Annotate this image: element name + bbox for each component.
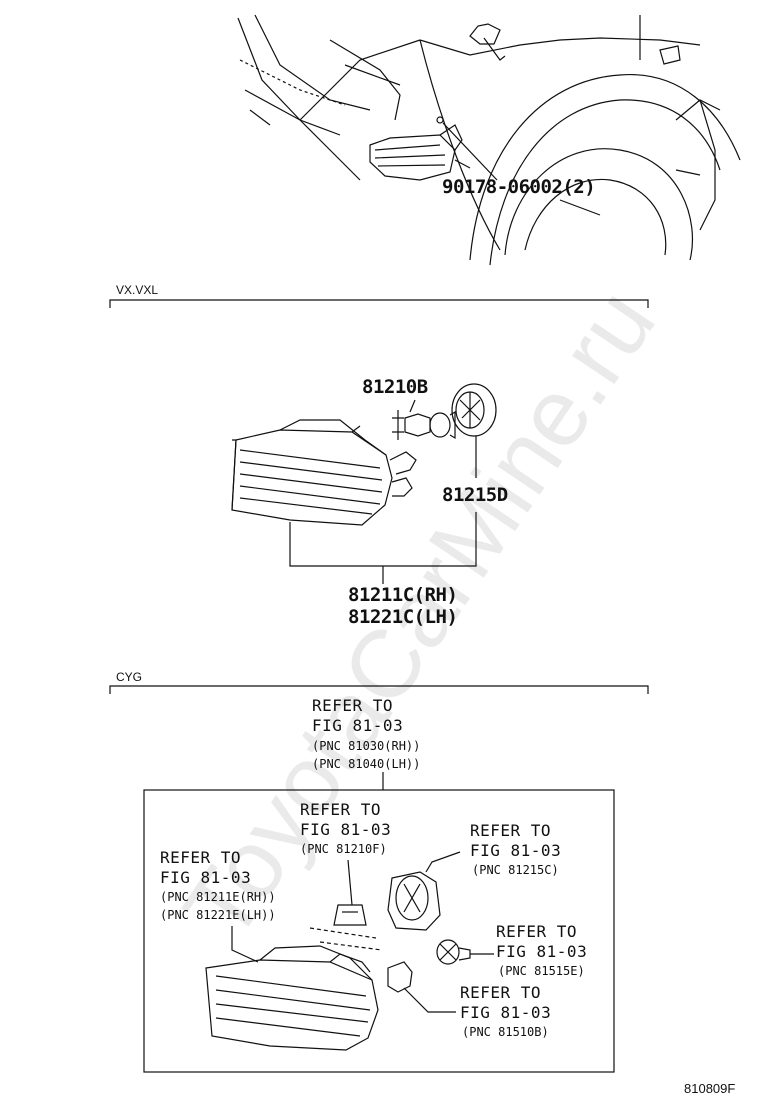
section-label-cyg: CYG <box>116 670 143 684</box>
bulb-81510b-drawing <box>387 961 456 1013</box>
refer-socket-pnc: (PNC 81215C) <box>472 863 559 877</box>
cyg-assembly-box <box>143 789 615 1073</box>
socket-81215d-drawing <box>451 383 497 478</box>
refer-bulb-line2[interactable]: FIG 81-03 <box>300 820 392 839</box>
refer-main-line1[interactable]: REFER TO <box>312 696 394 715</box>
part-label-90178-06002[interactable]: 90178-06002(2) <box>442 176 596 198</box>
section-label-vx-vxl: VX.VXL <box>116 283 159 297</box>
refer-lamp-line2[interactable]: FIG 81-03 <box>160 868 252 887</box>
socket-cyg-drawing <box>387 851 461 931</box>
refer-bulb-pnc: (PNC 81210F) <box>300 842 387 856</box>
refer-socket-line2[interactable]: FIG 81-03 <box>470 841 562 860</box>
refer-bulb2-pnc: (PNC 81510B) <box>462 1025 549 1039</box>
part-label-81210b[interactable]: 81210B <box>362 376 428 398</box>
refer-lamp-pnc-lh: (PNC 81221E(LH)) <box>160 908 276 922</box>
refer-socket2-pnc: (PNC 81515E) <box>498 964 585 978</box>
part-label-81215d[interactable]: 81215D <box>442 484 508 506</box>
refer-bulb2-line2[interactable]: FIG 81-03 <box>460 1003 552 1022</box>
part-label-81211c-rh[interactable]: 81211C(RH) <box>348 584 458 606</box>
bulb-cyg-drawing <box>309 859 383 951</box>
lamp-cyg-drawing <box>205 926 379 1051</box>
part-label-81221c-lh[interactable]: 81221C(LH) <box>348 606 458 628</box>
refer-main-pnc-lh: (PNC 81040(LH)) <box>312 757 421 771</box>
section-bracket-cyg <box>109 685 649 694</box>
vehicle-front-drawing <box>237 14 741 266</box>
figure-code: 810809F <box>684 1081 736 1096</box>
lamp-81211c-drawing <box>231 419 417 526</box>
bulb-81210b-drawing <box>392 399 456 440</box>
refer-bulb-line1[interactable]: REFER TO <box>300 800 382 819</box>
refer-bulb2-line1[interactable]: REFER TO <box>460 983 542 1002</box>
refer-socket-line1[interactable]: REFER TO <box>470 821 552 840</box>
refer-lamp-pnc-rh: (PNC 81211E(RH)) <box>160 890 276 904</box>
section-bracket-vx <box>109 299 649 308</box>
refer-main-line2[interactable]: FIG 81-03 <box>312 716 404 735</box>
refer-lamp-line1[interactable]: REFER TO <box>160 848 242 867</box>
refer-socket2-line2[interactable]: FIG 81-03 <box>496 942 588 961</box>
refer-socket2-line1[interactable]: REFER TO <box>496 922 578 941</box>
refer-main-pnc-rh: (PNC 81030(RH)) <box>312 739 421 753</box>
leader-lamp-81211c <box>289 512 477 567</box>
socket-81515e-drawing <box>436 939 494 965</box>
